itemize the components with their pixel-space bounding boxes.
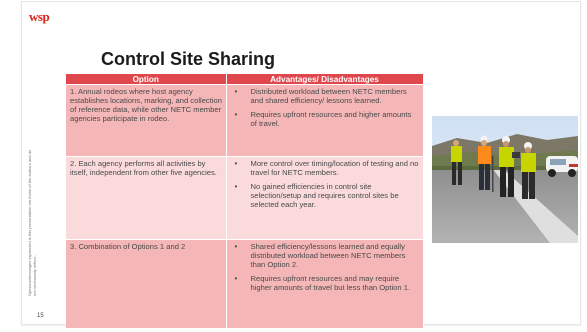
option-cell: 3. Combination of Options 1 and 2 bbox=[66, 239, 227, 328]
side-disclaimer: Opinions/messages expressed in this pres… bbox=[27, 149, 37, 296]
table-row: 1. Annual rodeos where host agency estab… bbox=[66, 84, 424, 157]
option-cell: 2. Each agency performs all activities b… bbox=[66, 156, 227, 240]
header-advantages: Advantages/ Disadvantages bbox=[226, 74, 424, 85]
list-item: Requires upfront resources and may requi… bbox=[235, 274, 420, 292]
list-item: Distributed workload between NETC member… bbox=[235, 87, 420, 105]
list-item: Shared efficiency/lessons learned and eq… bbox=[235, 242, 420, 269]
advantages-cell: Distributed workload between NETC member… bbox=[226, 84, 424, 157]
table-row: 3. Combination of Options 1 and 2 Shared… bbox=[66, 239, 424, 328]
options-table: Option Advantages/ Disadvantages 1. Annu… bbox=[66, 74, 424, 328]
list-item: More control over timing/location of tes… bbox=[235, 159, 420, 177]
advantages-cell: More control over timing/location of tes… bbox=[226, 156, 424, 240]
advantages-cell: Shared efficiency/lessons learned and eq… bbox=[226, 239, 424, 328]
table-row: 2. Each agency performs all activities b… bbox=[66, 156, 424, 240]
list-item: Requires upfront resources and higher am… bbox=[235, 110, 420, 128]
option-cell: 1. Annual rodeos where host agency estab… bbox=[66, 84, 227, 157]
wsp-logo: wsp bbox=[29, 9, 50, 24]
slide-title: Control Site Sharing bbox=[101, 49, 276, 69]
header-option: Option bbox=[66, 74, 227, 85]
field-crew-photo bbox=[432, 116, 578, 243]
page-number: 15 bbox=[37, 313, 44, 319]
list-item: No gained efficiencies in control site s… bbox=[235, 182, 420, 209]
